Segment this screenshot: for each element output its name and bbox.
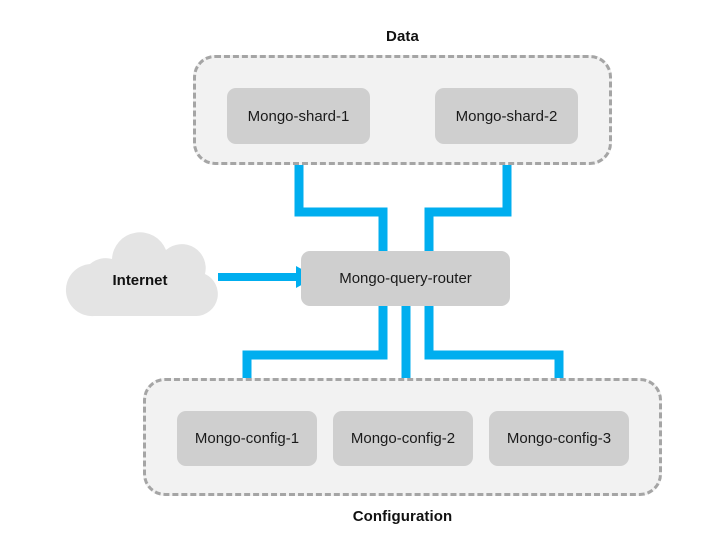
cloud-label-internet: Internet xyxy=(112,272,168,289)
node-label: Mongo-shard-1 xyxy=(247,107,350,125)
node-label: Mongo-config-3 xyxy=(506,430,612,447)
group-caption-data: Data xyxy=(386,28,419,45)
connector-shard2-router xyxy=(424,140,512,256)
node-label: Mongo-config-1 xyxy=(194,430,300,447)
node-label: Mongo-query-router xyxy=(339,270,472,287)
node-mongo-shard-1[interactable]: Mongo-shard-1 xyxy=(227,88,370,144)
group-caption-configuration: Configuration xyxy=(352,508,453,525)
node-label: Mongo-shard-2 xyxy=(455,107,558,125)
node-mongo-shard-2[interactable]: Mongo-shard-2 xyxy=(435,88,578,144)
node-mongo-config-1[interactable]: Mongo-config-1 xyxy=(177,411,317,466)
cloud-icon xyxy=(65,232,218,317)
connector-shard1-router xyxy=(294,140,388,256)
node-label: Mongo-config-2 xyxy=(350,430,456,447)
node-mongo-config-2[interactable]: Mongo-config-2 xyxy=(333,411,473,466)
node-mongo-query-router[interactable]: Mongo-query-router xyxy=(301,251,510,306)
node-mongo-config-3[interactable]: Mongo-config-3 xyxy=(489,411,629,466)
